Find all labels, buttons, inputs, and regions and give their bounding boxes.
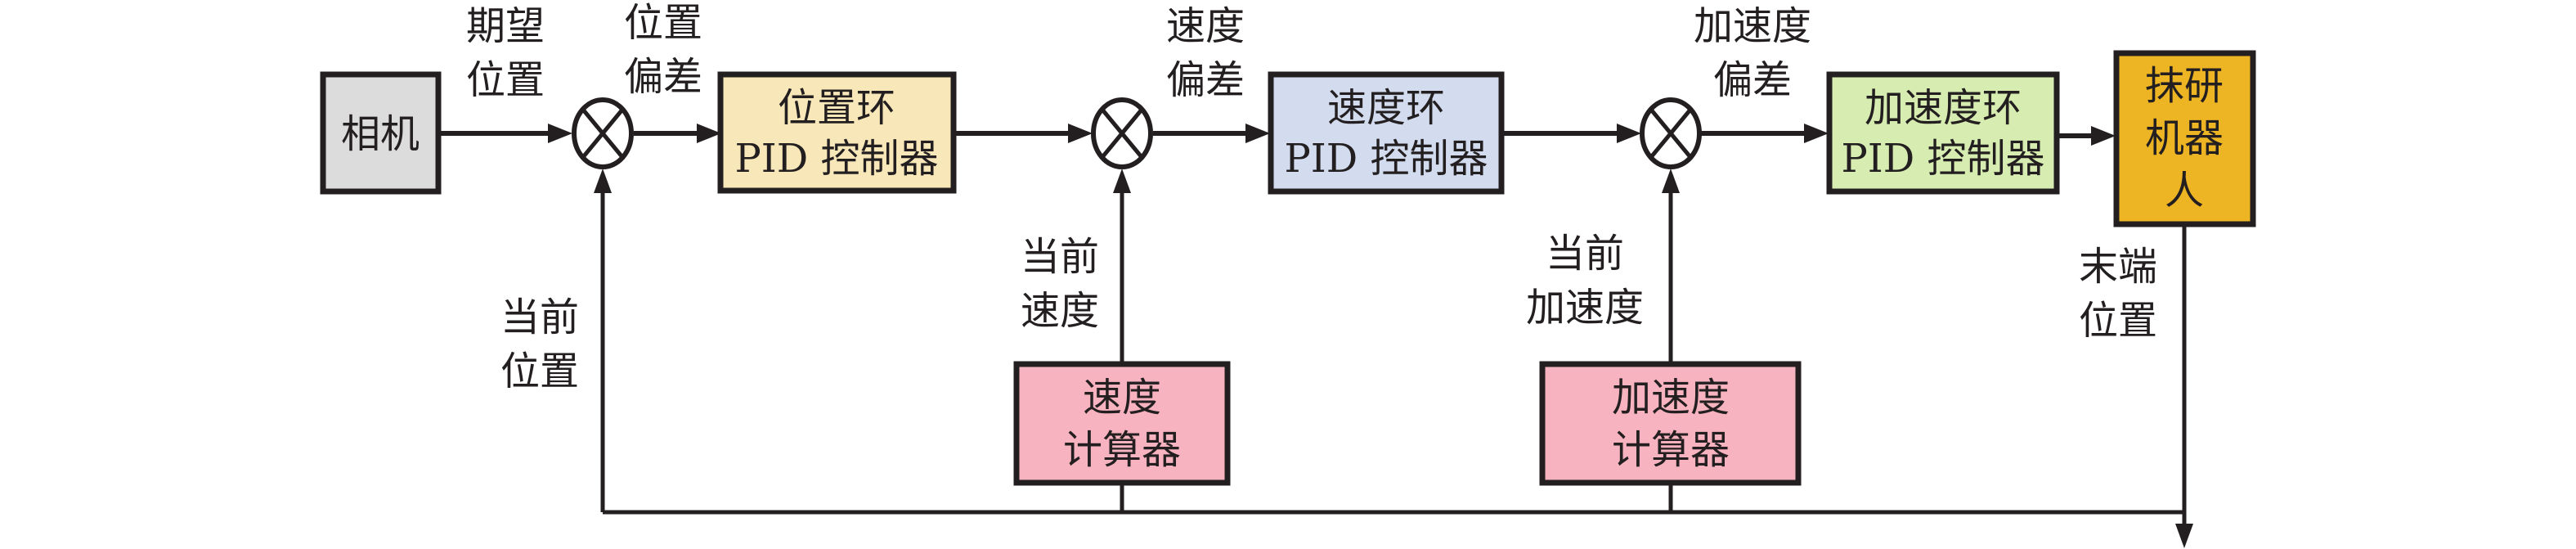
robot-label-line1: 抹研 [2145, 63, 2224, 109]
arrowhead-sum3-feedback [1662, 169, 1680, 193]
arrowhead-sum1-feedback [594, 169, 612, 193]
sum-junction-position [572, 97, 634, 169]
position-pid-block: 位置环 PID 控制器 [717, 71, 957, 194]
camera-block: 相机 [320, 71, 442, 195]
acceleration-pid-label-line1: 加速度环 [1865, 85, 2022, 131]
position-error-label: 位置 偏差 [624, 0, 702, 100]
desired-position-label-line1: 期望 [466, 3, 545, 49]
robot-block: 抹研 机器 人 [2113, 50, 2256, 227]
arrowhead-position-pid-in [697, 124, 721, 143]
arrowhead-sum2-feedback [1113, 169, 1131, 193]
acceleration-calculator-label-line2: 计算器 [1612, 427, 1730, 473]
current-acceleration-label-line1: 当前 [1546, 231, 1624, 277]
current-velocity-label-line1: 当前 [1021, 234, 1099, 280]
acceleration-pid-label-line2: PID 控制器 [1841, 136, 2044, 182]
current-velocity-label-line2: 速度 [1021, 288, 1099, 334]
acceleration-pid-block: 加速度环 PID 控制器 [1826, 71, 2060, 195]
velocity-error-label-line2: 偏差 [1166, 57, 1245, 103]
arrowhead-sum3-in [1617, 124, 1641, 143]
arrowhead-end-position-out [2175, 524, 2193, 548]
acceleration-calculator-label-line1: 加速度 [1612, 375, 1730, 421]
sum-junction-velocity [1091, 97, 1153, 169]
acceleration-error-label-line2: 偏差 [1713, 57, 1792, 103]
sum-junction-acceleration [1640, 97, 1702, 169]
position-pid-label-line1: 位置环 [778, 85, 895, 131]
arrowhead-acceleration-pid-in [1804, 124, 1829, 143]
velocity-calculator-label-line2: 计算器 [1063, 427, 1181, 473]
acceleration-calculator-block: 加速度 计算器 [1539, 361, 1802, 486]
velocity-error-label: 速度 偏差 [1166, 3, 1245, 103]
current-position-label: 当前 位置 [500, 295, 579, 394]
arrowhead-robot-in [2091, 126, 2116, 146]
current-position-label-line1: 当前 [500, 295, 579, 340]
velocity-error-label-line1: 速度 [1166, 3, 1245, 49]
arrowhead-velocity-pid-in [1245, 124, 1270, 143]
current-velocity-label: 当前 速度 [1021, 234, 1099, 334]
arrowhead-sum1-in [548, 124, 572, 143]
velocity-pid-label-line2: PID 控制器 [1284, 136, 1488, 182]
end-position-label: 末端 位置 [2079, 244, 2157, 344]
desired-position-label: 期望 位置 [466, 3, 545, 103]
acceleration-error-label-line1: 加速度 [1694, 3, 1811, 49]
acceleration-error-label: 加速度 偏差 [1694, 3, 1811, 103]
velocity-pid-block: 速度环 PID 控制器 [1268, 71, 1505, 195]
position-error-label-line2: 偏差 [624, 54, 702, 100]
current-acceleration-label: 当前 加速度 [1526, 231, 1644, 331]
velocity-pid-label-line1: 速度环 [1327, 85, 1445, 131]
position-error-label-line1: 位置 [624, 0, 702, 46]
robot-label-line2: 机器 [2145, 115, 2224, 161]
velocity-calculator-label-line1: 速度 [1083, 375, 1161, 421]
position-pid-label-line2: PID 控制器 [734, 136, 938, 182]
arrowhead-sum2-in [1068, 124, 1093, 143]
velocity-calculator-block: 速度 计算器 [1013, 361, 1231, 486]
camera-label: 相机 [341, 111, 420, 157]
desired-position-label-line2: 位置 [466, 57, 545, 103]
end-position-label-line2: 位置 [2079, 298, 2157, 344]
robot-label-line3: 人 [2165, 168, 2204, 214]
end-position-label-line1: 末端 [2079, 244, 2157, 290]
current-position-label-line2: 位置 [500, 349, 579, 394]
current-acceleration-label-line2: 加速度 [1526, 285, 1644, 331]
